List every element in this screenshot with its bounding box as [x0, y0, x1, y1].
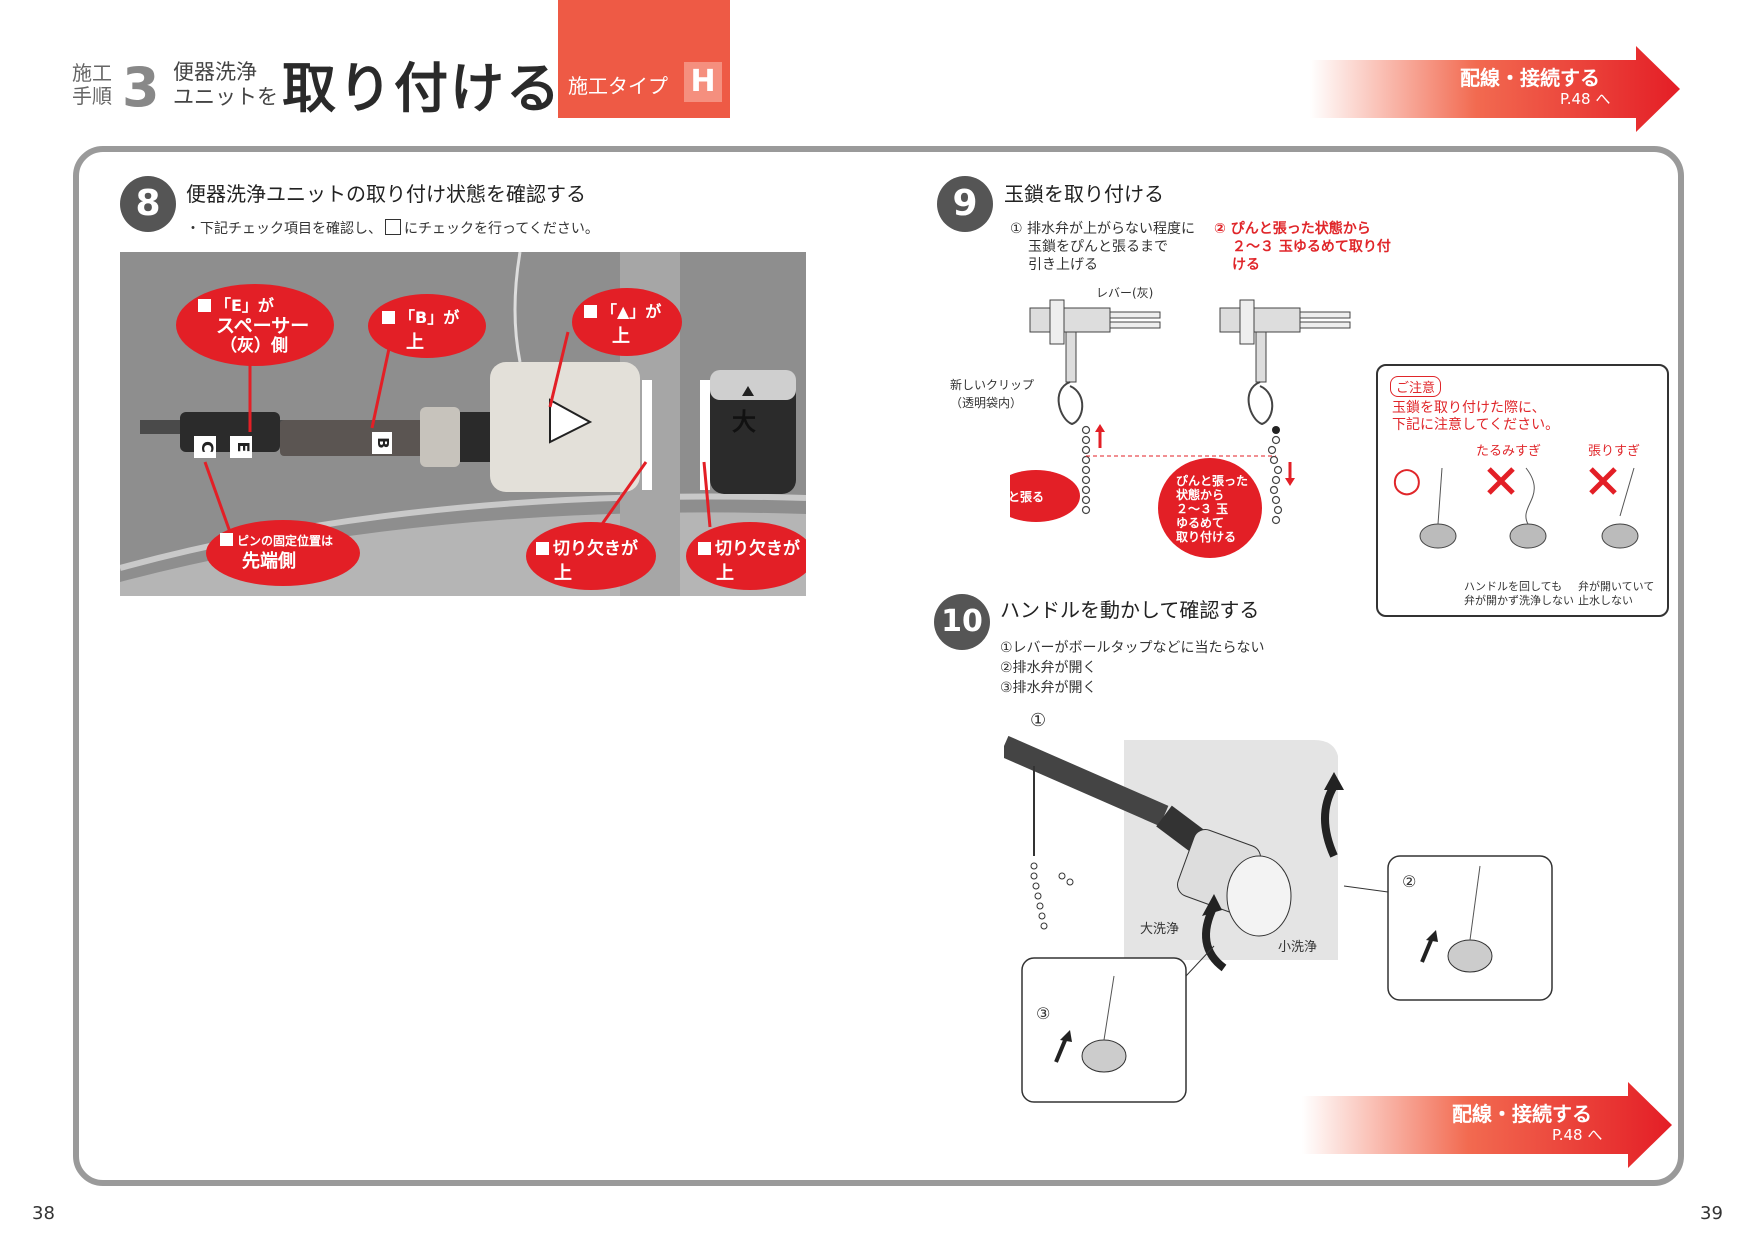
- callout-notch-up-2: 切り欠きが 上: [686, 522, 806, 590]
- caution-box: ご注意 玉鎖を取り付けた際に、 下記に注意してください。 たるみすぎ 張りすぎ …: [1376, 364, 1669, 617]
- handle-diagram: [1004, 736, 1553, 1103]
- callout-e-spacer: 「E」が スペーサー （灰）側: [176, 284, 334, 366]
- step-9-note-1: ① 排水弁が上がらない程度に 玉鎖をぴんと張るまで 引き上げる: [1010, 221, 1196, 273]
- checkbox-sample-icon: [385, 219, 401, 235]
- lever-label: レバー(灰): [1096, 286, 1154, 300]
- unit-photo: C E B 大 「E」が スペーサー （灰）側 「B」が 上 「▲」が 上 ピン…: [120, 252, 806, 596]
- clip-label: 新しいクリップ （透明袋内）: [950, 378, 1035, 410]
- content-frame: [73, 146, 1684, 1186]
- nav-arrow-label: 配線・接続する: [1460, 66, 1600, 90]
- step-10-title: ハンドルを動かして確認する: [1000, 598, 1260, 622]
- ng-mark-icon-1: [1487, 467, 1515, 495]
- fig-marker-2: ②: [1402, 872, 1417, 891]
- checkbox-icon: [536, 542, 549, 555]
- construction-type-box: 施工タイプ H: [558, 0, 730, 118]
- checkbox-icon: [220, 533, 233, 546]
- label-small-flush: 小洗浄: [1278, 940, 1318, 955]
- nav-arrow-page: P.48 へ: [1552, 1126, 1603, 1144]
- valve-illustrations: [1419, 467, 1639, 549]
- page-number-right: 39: [1700, 1203, 1723, 1224]
- step-9-note-2: ② ぴんと張った状態から ２～３ 玉ゆるめて取り付 ける: [1214, 221, 1391, 273]
- callout-triangle-up: 「▲」が 上: [572, 288, 682, 356]
- ng-mark-icon-2: [1589, 467, 1617, 495]
- caution-text: 玉鎖を取り付けた際に、 下記に注意してください。: [1392, 400, 1560, 433]
- step-8-circle: 8: [120, 176, 176, 232]
- bubble-loose: ぴんと張った 状態から ２～３ 玉 ゆるめて 取り付ける: [1176, 474, 1249, 544]
- caution-caption-tight: 弁が開いていて 止水しない: [1578, 580, 1655, 607]
- construction-type-label: 施工タイプ: [568, 74, 668, 98]
- ok-mark-icon: ○: [1392, 460, 1422, 500]
- label-big-flush: 大洗浄: [1140, 922, 1180, 937]
- chain-diagram: [1010, 299, 1351, 558]
- nav-arrow-bottom[interactable]: 配線・接続する P.48 へ: [1302, 1080, 1672, 1170]
- arrow-shape-icon: [1310, 46, 1680, 132]
- callout-notch-up-1: 切り欠きが 上: [526, 522, 656, 590]
- caution-col-slack: たるみすぎ: [1476, 444, 1542, 459]
- checkbox-icon: [698, 542, 711, 555]
- callout-pin-position: ピンの固定位置は 先端側: [206, 520, 360, 586]
- step-9-circle: 9: [937, 176, 993, 232]
- header-subtitle: 便器洗浄 ユニットを: [173, 60, 278, 109]
- nav-arrow-top[interactable]: 配線・接続する P.48 へ: [1310, 44, 1680, 134]
- checkbox-icon: [584, 305, 597, 318]
- step-9-title: 玉鎖を取り付ける: [1004, 182, 1164, 206]
- bubble-taut: ぴんと張る: [984, 490, 1045, 504]
- step-number: 3: [122, 56, 160, 119]
- fig-marker-1: ①: [1030, 710, 1047, 731]
- nav-arrow-page: P.48 へ: [1560, 90, 1611, 108]
- e-mark: E: [234, 441, 253, 453]
- arrow-shape-icon: [1302, 1082, 1672, 1168]
- page-number-left: 38: [32, 1203, 55, 1224]
- page-title: 取り付ける: [282, 57, 562, 120]
- callout-b-up: 「B」が 上: [368, 294, 486, 358]
- construction-type-letter: H: [684, 62, 722, 102]
- checkbox-icon: [198, 299, 211, 312]
- checkbox-icon: [382, 311, 395, 324]
- caution-badge: ご注意: [1390, 376, 1442, 397]
- caution-caption-slack: ハンドルを回しても 弁が開かず洗浄しない: [1464, 580, 1574, 607]
- big-flush-mark: 大: [732, 408, 756, 436]
- step-10-items: ①レバーがボールタップなどに当たらない ②排水弁が開く ③排水弁が開く: [1000, 640, 1265, 696]
- step-8-instruction: ・下記チェック項目を確認し、にチェックを行ってください。: [186, 219, 599, 237]
- step-8-title: 便器洗浄ユニットの取り付け状態を確認する: [186, 182, 586, 206]
- nav-arrow-label: 配線・接続する: [1452, 1102, 1592, 1126]
- step-label: 施工 手順: [72, 61, 112, 108]
- fig-marker-3: ③: [1036, 1004, 1051, 1023]
- b-mark: B: [374, 437, 392, 449]
- caution-col-tight: 張りすぎ: [1588, 444, 1641, 459]
- c-mark: C: [198, 441, 217, 453]
- step-10-circle: 10: [934, 594, 990, 650]
